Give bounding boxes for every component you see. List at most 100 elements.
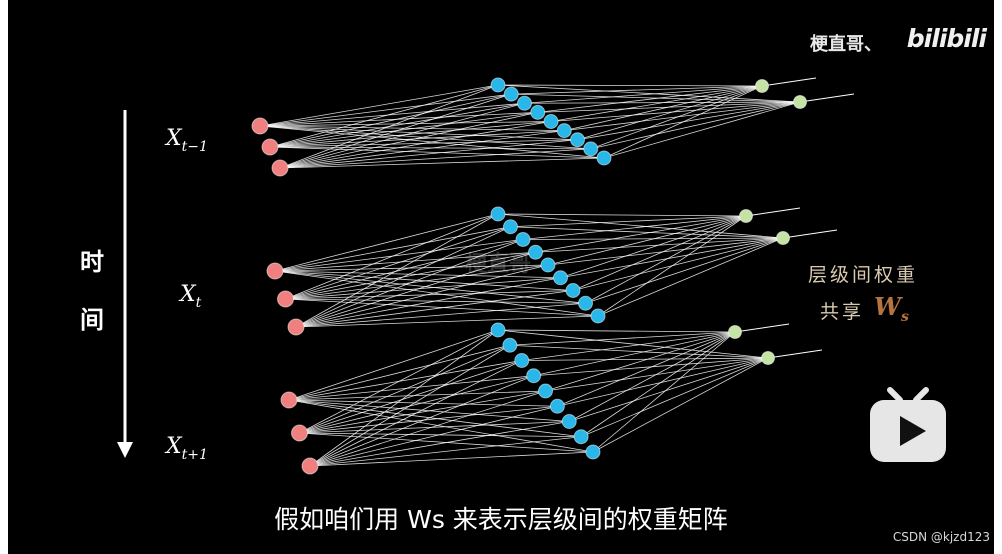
- edge-input-hidden: [274, 270, 586, 304]
- edge-input-hidden: [274, 270, 599, 317]
- hidden-node: [553, 270, 568, 286]
- edge-input-hidden: [279, 148, 591, 169]
- input-node: [280, 391, 298, 409]
- time-axis-char-1: 时: [80, 248, 104, 276]
- edge-input-hidden: [285, 277, 561, 300]
- edge-hidden-output: [585, 215, 747, 304]
- edge-input-hidden: [279, 157, 605, 169]
- edge-hidden-output: [557, 331, 736, 407]
- edge-hidden-output: [497, 213, 747, 217]
- input-node: [251, 117, 269, 135]
- bilibili-logo: bilibili: [906, 24, 987, 53]
- edge-hidden-output: [597, 215, 747, 317]
- output-node: [776, 231, 790, 245]
- output-arrow: [761, 77, 817, 87]
- edge-input-hidden: [299, 375, 534, 434]
- edge-input-hidden: [299, 405, 558, 434]
- edge-input-hidden: [259, 125, 578, 141]
- hidden-node: [570, 132, 585, 148]
- edge-hidden-output: [497, 84, 763, 87]
- edge-input-hidden: [288, 399, 582, 438]
- edge-hidden-output: [521, 357, 769, 361]
- edge-input-hidden: [279, 121, 552, 169]
- edge-input-hidden: [299, 390, 546, 434]
- hidden-node: [596, 150, 612, 166]
- edge-input-hidden: [285, 290, 574, 300]
- hidden-node: [502, 337, 518, 353]
- edge-hidden-output: [509, 344, 769, 359]
- network-layer-2: [266, 206, 838, 336]
- edge-input-hidden: [295, 239, 524, 328]
- edge-input-hidden: [295, 226, 511, 328]
- edge-hidden-output: [497, 84, 801, 103]
- edge-input-hidden: [279, 111, 538, 169]
- output-arrow: [745, 207, 801, 217]
- edge-input-hidden: [274, 239, 524, 272]
- edge-input-hidden: [285, 226, 511, 300]
- hidden-node: [543, 114, 559, 129]
- edge-input-hidden: [309, 344, 511, 467]
- edge-hidden-output: [590, 101, 801, 150]
- edge-input-hidden: [259, 125, 591, 150]
- edge-input-hidden: [309, 329, 499, 467]
- channel-name: 梗直哥、: [810, 34, 882, 55]
- hidden-node: [549, 398, 565, 414]
- edge-hidden-output: [510, 215, 747, 228]
- edge-input-hidden: [269, 111, 538, 148]
- edge-hidden-output: [524, 85, 763, 104]
- edge-hidden-output: [580, 331, 736, 438]
- edge-input-hidden: [279, 130, 565, 169]
- hidden-node: [585, 444, 601, 460]
- hidden-node: [583, 141, 599, 157]
- edge-input-hidden: [279, 102, 525, 169]
- hidden-node: [490, 206, 506, 222]
- output-node: [739, 209, 753, 223]
- edge-input-hidden: [288, 344, 510, 401]
- edge-input-hidden: [288, 390, 546, 401]
- edge-input-hidden: [269, 146, 605, 159]
- edge-input-hidden: [288, 360, 522, 401]
- output-arrow: [799, 93, 855, 103]
- time-axis-char-2: 间: [80, 306, 104, 334]
- hidden-node: [556, 123, 572, 139]
- output-arrow: [782, 229, 838, 239]
- edge-input-hidden: [285, 239, 524, 300]
- edge-hidden-output: [537, 85, 763, 113]
- edge-input-hidden: [285, 251, 536, 300]
- edge-input-hidden: [269, 121, 552, 148]
- edge-input-hidden: [299, 421, 570, 434]
- edge-input-hidden: [295, 302, 586, 328]
- edge-input-hidden: [309, 451, 594, 467]
- hidden-node: [503, 86, 519, 102]
- edge-hidden-output: [550, 101, 801, 122]
- hidden-node: [538, 383, 553, 399]
- edge-input-hidden: [309, 360, 522, 467]
- input-label-t-plus-1: Xt+1: [166, 434, 208, 464]
- input-node: [271, 159, 289, 177]
- edge-hidden-output: [510, 226, 784, 239]
- hidden-node: [515, 232, 531, 247]
- edge-input-hidden: [309, 436, 582, 467]
- bilibili-tv-icon: [870, 387, 946, 462]
- hidden-node: [503, 219, 518, 235]
- edge-input-hidden: [279, 93, 512, 169]
- edge-input-hidden: [269, 84, 499, 148]
- edge-input-hidden: [285, 213, 499, 300]
- input-node: [277, 290, 294, 308]
- edge-hidden-output: [590, 85, 763, 150]
- hidden-node: [526, 368, 542, 384]
- input-node: [291, 424, 308, 442]
- edge-input-hidden: [269, 102, 525, 148]
- edge-hidden-output: [550, 85, 763, 122]
- hidden-node: [540, 257, 556, 273]
- edge-hidden-output: [577, 101, 801, 141]
- edge-hidden-output: [585, 237, 784, 304]
- time-axis-arrowhead: [117, 442, 133, 458]
- edge-hidden-output: [509, 331, 736, 346]
- edge-input-hidden: [259, 93, 512, 127]
- edge-hidden-output: [580, 357, 769, 438]
- hidden-node: [490, 77, 506, 93]
- edge-hidden-output: [572, 215, 747, 291]
- edge-input-hidden: [295, 213, 499, 328]
